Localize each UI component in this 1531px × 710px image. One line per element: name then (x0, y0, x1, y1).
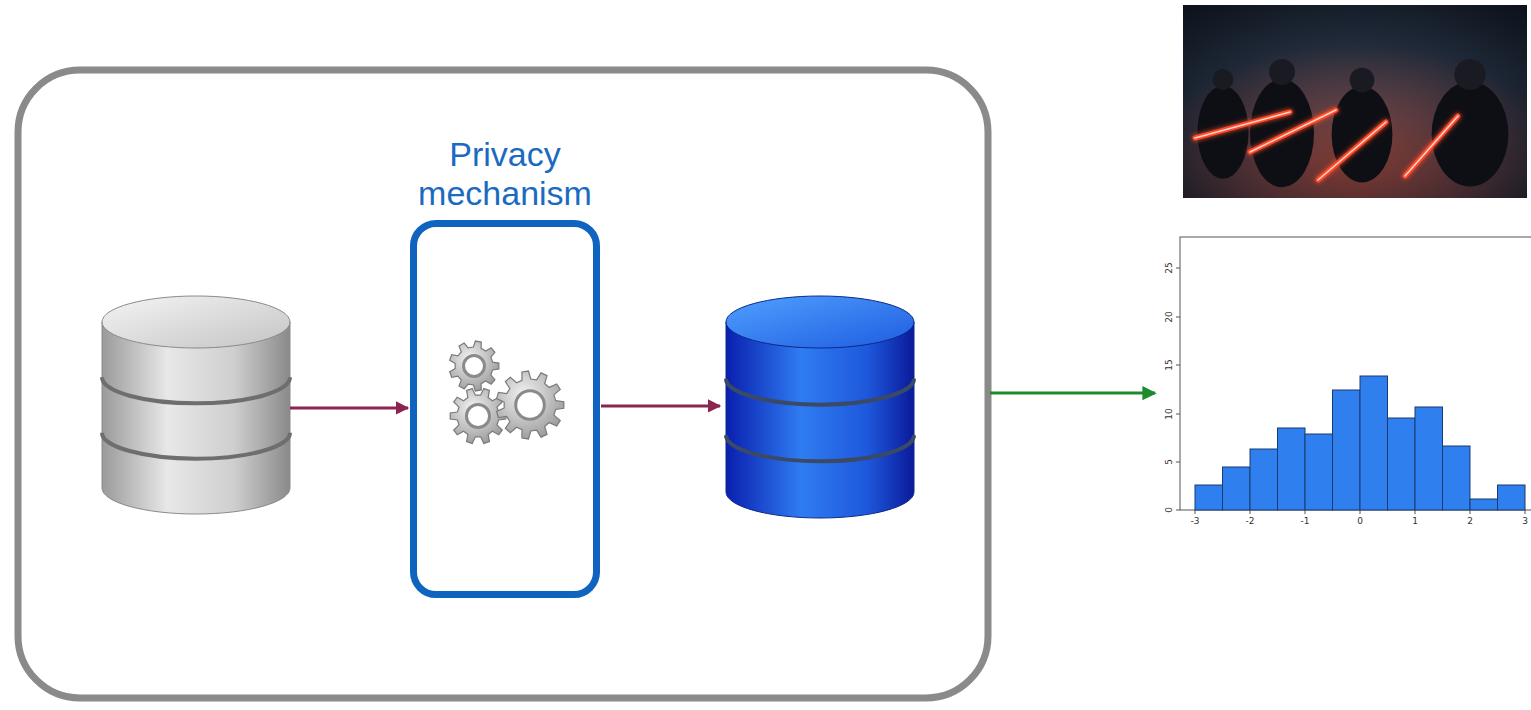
y-tick-label: 10 (1165, 408, 1174, 419)
release-arrow (990, 392, 1155, 395)
sith-photo (1183, 5, 1527, 198)
private-database (726, 296, 914, 518)
x-tick-label: 1 (1412, 517, 1418, 526)
x-tick-label: 2 (1467, 517, 1473, 526)
gears-icon (450, 341, 564, 443)
histogram (1176, 237, 1531, 514)
flow-arrow (601, 405, 720, 408)
y-tick-label: 25 (1165, 262, 1174, 273)
mechanism-box: Privacy mechanism (410, 220, 600, 598)
x-tick-label: -3 (1191, 517, 1200, 526)
x-tick-label: 3 (1522, 517, 1528, 526)
x-tick-label: -1 (1301, 517, 1310, 526)
mechanism-label: Privacy mechanism (380, 135, 630, 213)
y-tick-label: 5 (1165, 459, 1174, 465)
x-tick-label: 0 (1357, 517, 1363, 526)
y-tick-label: 20 (1165, 311, 1174, 322)
x-tick-label: -2 (1246, 517, 1255, 526)
outer-frame (18, 70, 988, 698)
y-tick-label: 15 (1165, 359, 1174, 370)
y-tick-label: 0 (1165, 507, 1174, 513)
flow-arrow (290, 407, 408, 410)
source-database (102, 296, 290, 514)
